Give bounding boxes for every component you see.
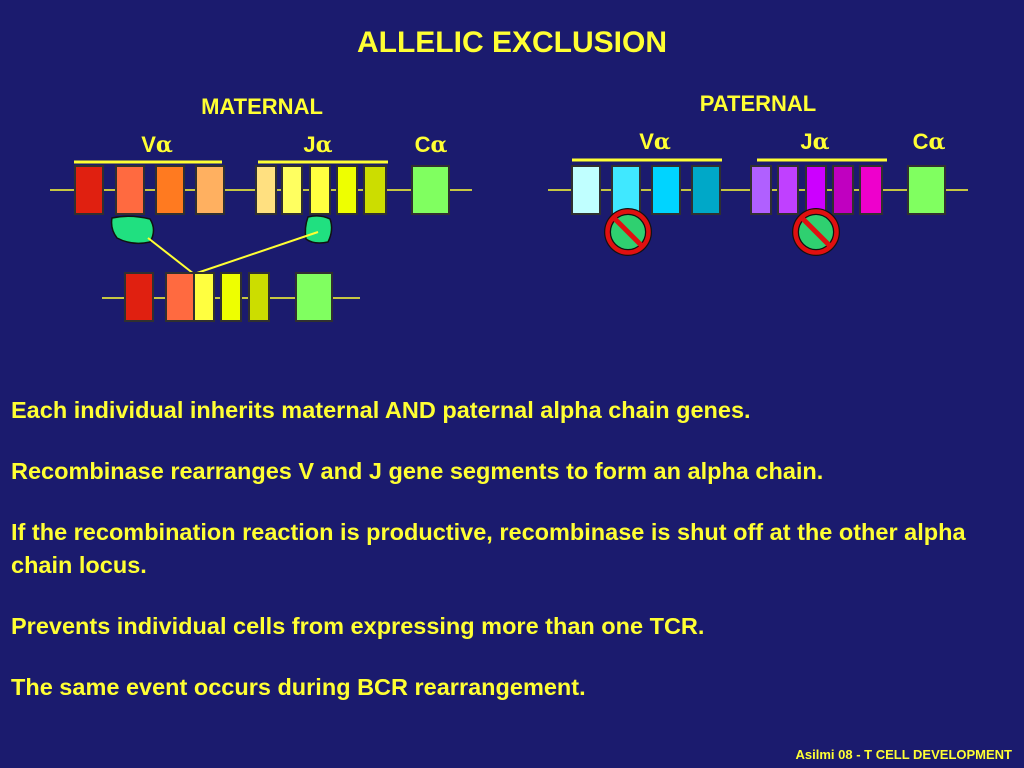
maternal-j-segment — [255, 165, 277, 215]
recombinase-enzyme — [110, 215, 155, 245]
recombined-segment — [165, 272, 195, 322]
paternal-j-segment — [777, 165, 799, 215]
recombinase-enzyme — [304, 215, 333, 244]
paternal-v-segment — [571, 165, 601, 215]
maternal-v-segments — [74, 165, 225, 215]
maternal-j-segment — [309, 165, 331, 215]
maternal-v-segment — [74, 165, 104, 215]
maternal-j-label: Jα — [303, 132, 332, 158]
slide-title: ALLELIC EXCLUSION — [356, 26, 667, 59]
maternal-j-segment — [336, 165, 358, 215]
recombined-c-segment — [295, 272, 333, 322]
footer-text: Asilmi 08 - T CELL DEVELOPMENT — [795, 747, 1012, 762]
paternal-j-segment — [859, 165, 883, 215]
paternal-j-segment — [750, 165, 772, 215]
statement: Prevents individual cells from expressin… — [11, 613, 705, 639]
maternal-v-segment — [115, 165, 145, 215]
recombination-line — [193, 231, 319, 275]
paternal-v-segment — [691, 165, 721, 215]
paternal-label: PATERNAL — [700, 91, 817, 116]
paternal-j-segment — [805, 165, 827, 215]
statement: Each individual inherits maternal AND pa… — [11, 397, 751, 423]
maternal-j-segment — [363, 165, 387, 215]
statement: Recombinase rearranges V and J gene segm… — [11, 458, 824, 484]
maternal-v-label: Vα — [141, 132, 173, 158]
recombined-segment — [193, 272, 215, 322]
paternal-c-label: Cα — [913, 129, 946, 155]
paternal-j-segments — [750, 165, 883, 215]
recombined-segment — [220, 272, 242, 322]
maternal-j-segment — [281, 165, 303, 215]
prohibition-icon — [792, 208, 840, 256]
recombination-line — [147, 237, 195, 275]
explanation-text: Each individual inherits maternal AND pa… — [11, 394, 1016, 732]
maternal-c-label: Cα — [415, 132, 448, 158]
paternal-v-segments — [571, 165, 721, 215]
maternal-label: MATERNAL — [201, 94, 323, 119]
paternal-j-segment — [832, 165, 854, 215]
statement: The same event occurs during BCR rearran… — [11, 674, 586, 700]
paternal-c-segment — [907, 165, 946, 215]
paternal-j-label: Jα — [800, 129, 829, 155]
maternal-c-segment — [411, 165, 450, 215]
allelic-exclusion-diagram: MATERNAL PATERNAL Vα Jα Cα Vα Jα Cα — [50, 91, 968, 322]
maternal-j-segments — [255, 165, 387, 215]
paternal-v-segment — [651, 165, 681, 215]
statement: If the recombination reaction is product… — [11, 519, 966, 578]
recombined-segment — [248, 272, 270, 322]
maternal-v-segment — [155, 165, 185, 215]
maternal-v-segment — [195, 165, 225, 215]
paternal-v-segment — [611, 165, 641, 215]
paternal-v-label: Vα — [639, 129, 671, 155]
recombined-gene-segments — [124, 272, 270, 322]
prohibition-icon — [604, 208, 652, 256]
recombined-segment — [124, 272, 154, 322]
